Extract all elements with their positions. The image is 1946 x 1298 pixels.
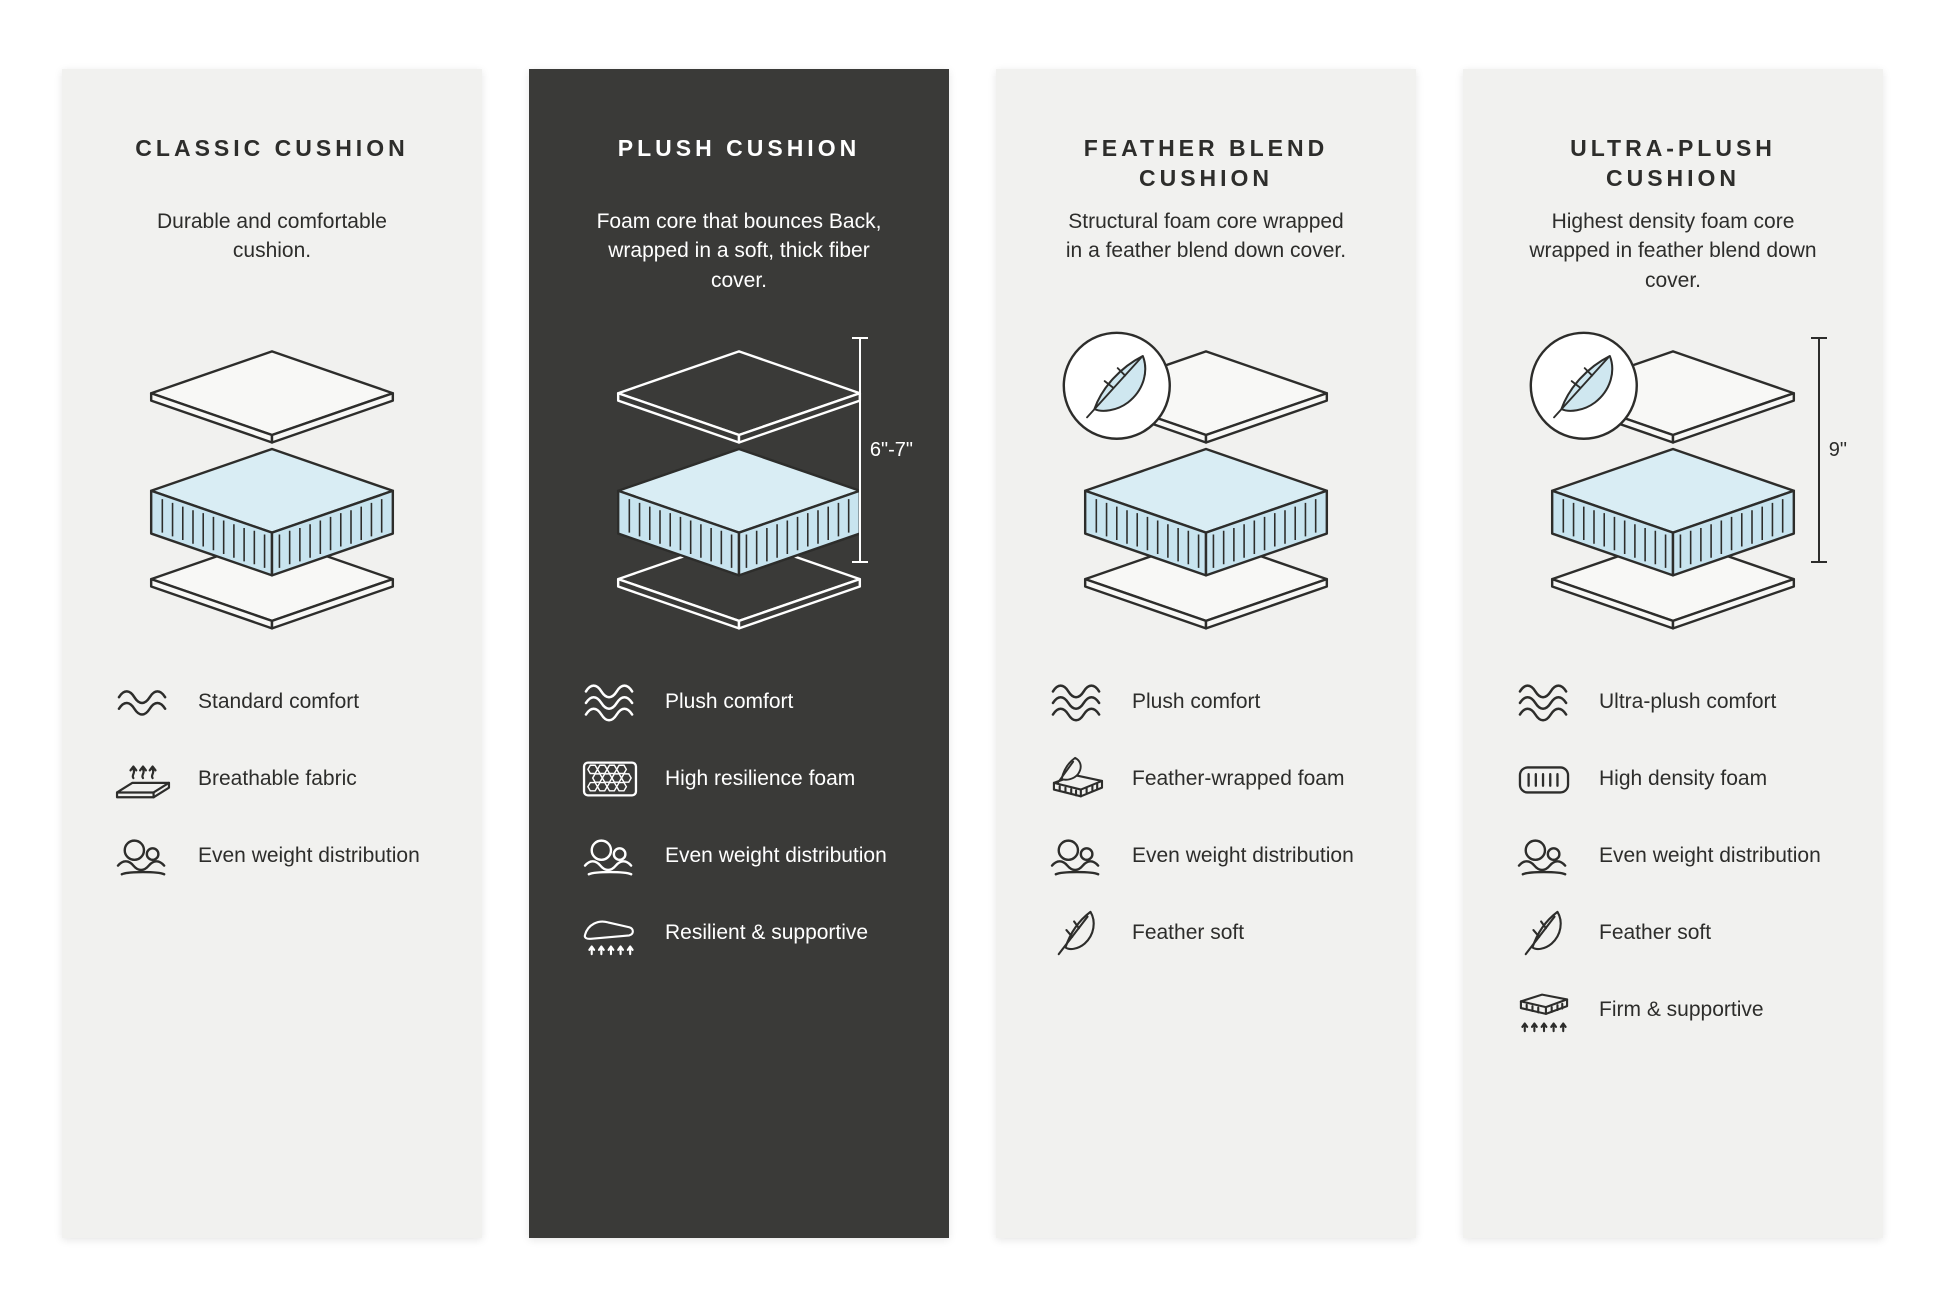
feature-row: Feather soft <box>1513 908 1843 958</box>
cushion-diagram <box>102 311 442 651</box>
foam-core-layer <box>1083 447 1329 577</box>
comfort-waves-icon <box>112 677 174 727</box>
cushion-card-classic: CLASSIC CUSHION Durable and comfortable … <box>62 69 482 1238</box>
feature-row: High resilience foam <box>579 754 909 804</box>
feature-label: Even weight distribution <box>1132 843 1354 867</box>
card-description: Durable and comfortable cushion. <box>157 210 387 263</box>
card-description: Foam core that bounces Back, wrapped in … <box>596 210 882 292</box>
cushion-diagram: 6"-7" <box>569 311 913 651</box>
feature-label: Even weight distribution <box>1599 843 1821 867</box>
cushion-layers-diagram <box>149 349 395 630</box>
feature-list: Plush comfort Feather-wrapped foam Even … <box>1036 677 1376 958</box>
cushion-diagram: 9" <box>1503 311 1847 651</box>
comfort-waves-icon <box>579 677 641 727</box>
feature-label: Ultra-plush comfort <box>1599 689 1777 713</box>
feature-row: Even weight distribution <box>1513 831 1843 881</box>
feature-row: Ultra-plush comfort <box>1513 677 1843 727</box>
card-title: PLUSH CUSHION <box>617 135 861 161</box>
feature-list: Standard comfort Breathable fabric Even … <box>102 677 442 881</box>
top-layer <box>149 349 395 444</box>
feather-badge <box>1529 331 1638 440</box>
card-title: FEATHER BLEND CUSHION <box>1083 135 1329 192</box>
cushion-card-plush: PLUSH CUSHION Foam core that bounces Bac… <box>529 69 949 1238</box>
cushion-comparison-board: CLASSIC CUSHION Durable and comfortable … <box>62 69 1883 1238</box>
bottom-layer <box>149 535 395 630</box>
bottom-layer <box>616 535 862 630</box>
resilient-supportive-icon <box>579 908 641 958</box>
feature-label: Feather soft <box>1599 920 1712 944</box>
feature-label: Plush comfort <box>1132 689 1261 713</box>
foam-core-layer <box>1550 447 1796 577</box>
card-title: ULTRA-PLUSH CUSHION <box>1570 135 1776 192</box>
feature-row: Firm & supportive <box>1513 985 1843 1035</box>
resilience-foam-icon <box>579 754 641 804</box>
breathable-fabric-icon <box>112 754 174 804</box>
feature-label: Even weight distribution <box>198 843 420 867</box>
feature-row: Plush comfort <box>579 677 909 727</box>
feature-label: Even weight distribution <box>665 843 887 867</box>
feature-label: Standard comfort <box>198 689 360 713</box>
feature-row: Feather-wrapped foam <box>1046 754 1376 804</box>
height-measurement: 9" <box>1810 337 1847 563</box>
feature-row: Plush comfort <box>1046 677 1376 727</box>
high-density-foam-icon <box>1513 754 1575 804</box>
feature-label: Firm & supportive <box>1599 997 1764 1021</box>
feature-row: Breathable fabric <box>112 754 442 804</box>
weight-distribution-icon <box>579 831 641 881</box>
feather-icon <box>1513 908 1575 958</box>
feature-row: Feather soft <box>1046 908 1376 958</box>
foam-core-layer <box>149 447 395 577</box>
feature-label: Feather soft <box>1132 920 1245 944</box>
feature-label: Plush comfort <box>665 689 794 713</box>
feather-icon <box>1046 908 1108 958</box>
height-measurement: 6"-7" <box>851 337 913 563</box>
measurement-line <box>1810 337 1827 563</box>
comfort-waves-icon <box>1513 677 1575 727</box>
feature-label: High density foam <box>1599 766 1768 790</box>
feature-row: Even weight distribution <box>579 831 909 881</box>
feature-row: Standard comfort <box>112 677 442 727</box>
feather-badge <box>1062 331 1171 440</box>
feature-label: Breathable fabric <box>198 766 357 790</box>
feature-list: Ultra-plush comfort High density foam Ev… <box>1503 677 1843 1035</box>
cushion-diagram <box>1036 311 1376 651</box>
feature-list: Plush comfort High resilience foam Even … <box>569 677 909 958</box>
weight-distribution-icon <box>1046 831 1108 881</box>
feature-row: Even weight distribution <box>112 831 442 881</box>
card-description: Structural foam core wrapped in a feathe… <box>1065 210 1347 263</box>
card-title: CLASSIC CUSHION <box>135 135 409 161</box>
cushion-layers-diagram <box>1062 331 1329 630</box>
measurement-label: 9" <box>1828 438 1847 461</box>
feature-row: Even weight distribution <box>1046 831 1376 881</box>
feature-row: Resilient & supportive <box>579 908 909 958</box>
foam-core-layer <box>616 447 862 577</box>
feature-label: Resilient & supportive <box>665 920 869 944</box>
measurement-label: 6"-7" <box>869 438 913 461</box>
measurement-line <box>851 337 868 563</box>
feature-label: Feather-wrapped foam <box>1132 766 1345 790</box>
cushion-card-ultra-plush: ULTRA-PLUSH CUSHION Highest density foam… <box>1463 69 1883 1238</box>
feature-row: High density foam <box>1513 754 1843 804</box>
cushion-card-feather-blend: FEATHER BLEND CUSHION Structural foam co… <box>996 69 1416 1238</box>
weight-distribution-icon <box>112 831 174 881</box>
cushion-layers-diagram <box>1529 331 1796 630</box>
bottom-layer <box>1550 535 1796 630</box>
bottom-layer <box>1083 535 1329 630</box>
weight-distribution-icon <box>1513 831 1575 881</box>
card-description: Highest density foam core wrapped in fea… <box>1529 210 1817 292</box>
cushion-layers-diagram <box>616 349 862 630</box>
firm-supportive-icon <box>1513 985 1575 1035</box>
comfort-waves-icon <box>1046 677 1108 727</box>
feather-wrapped-foam-icon <box>1046 754 1108 804</box>
feature-label: High resilience foam <box>665 766 856 790</box>
top-layer <box>616 349 862 444</box>
